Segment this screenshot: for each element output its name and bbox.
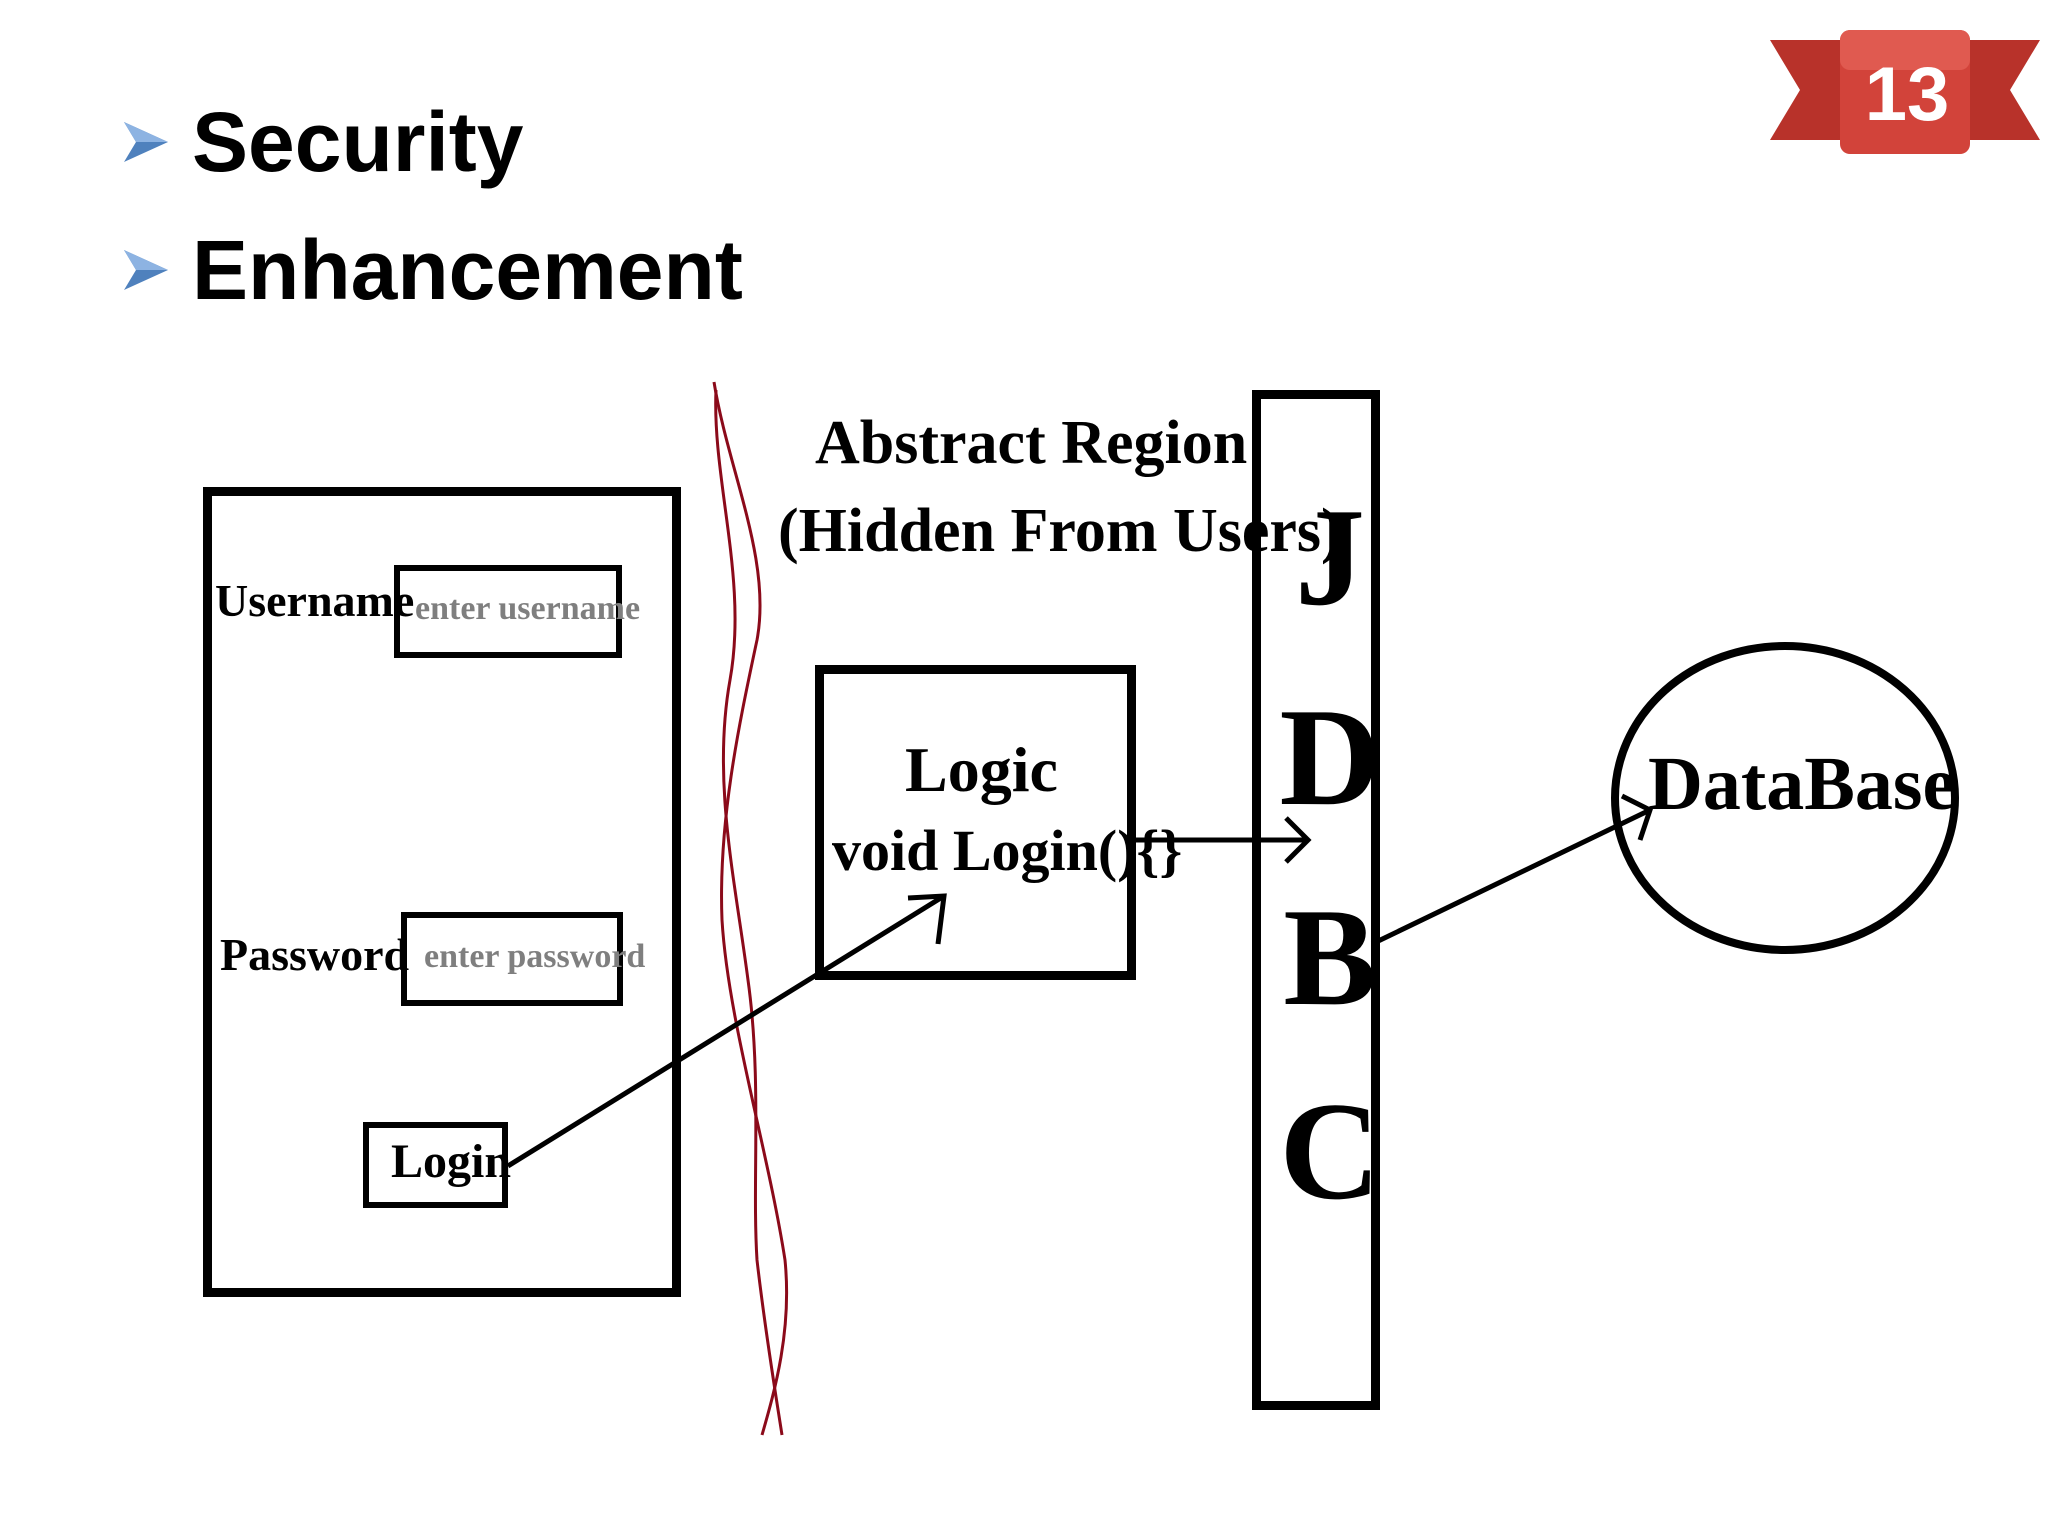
jdbc-letter-j: J — [1295, 480, 1365, 635]
boundary-line — [712, 381, 789, 1436]
jdbc-letter-d: D — [1279, 680, 1381, 835]
username-placeholder: enter username — [415, 590, 641, 627]
login-to-logic-arrow — [506, 893, 946, 1169]
jdbc-column — [1252, 390, 1380, 1410]
login-form-panel — [203, 487, 681, 1297]
jdbc-letter-c: C — [1279, 1074, 1381, 1229]
page-number-ribbon-icon — [1770, 30, 2040, 154]
bullet-text: Enhancement — [192, 223, 743, 317]
boundary-line — [714, 389, 784, 1436]
username-label: Username — [215, 575, 415, 626]
login-button[interactable] — [363, 1122, 508, 1208]
database-ellipse — [1611, 642, 1959, 954]
logic-code: void Login(){} — [832, 818, 1183, 883]
login-button-label: Login — [391, 1135, 512, 1188]
jdbc-to-database-arrow — [1370, 807, 1652, 947]
arrowhead-bullet-icon — [124, 250, 168, 290]
password-label: Password — [220, 929, 410, 980]
password-field[interactable] — [401, 912, 623, 1006]
page-number: 13 — [1864, 52, 1950, 137]
abstract-region-title: Abstract Region — [815, 409, 1248, 477]
bullet-enhancement: Enhancement — [120, 228, 743, 312]
database-label: DataBase — [1648, 742, 1957, 826]
bullet-text: Security — [192, 95, 524, 189]
arrowhead-bullet-icon — [124, 122, 168, 162]
logic-box — [815, 665, 1136, 980]
abstract-region-subtitle: (Hidden From Users) — [778, 497, 1342, 565]
bullet-security: Security — [120, 100, 524, 184]
password-placeholder: enter password — [424, 938, 646, 975]
jdbc-letter-b: B — [1283, 880, 1377, 1035]
username-field[interactable] — [394, 565, 622, 658]
logic-title: Logic — [905, 734, 1058, 805]
